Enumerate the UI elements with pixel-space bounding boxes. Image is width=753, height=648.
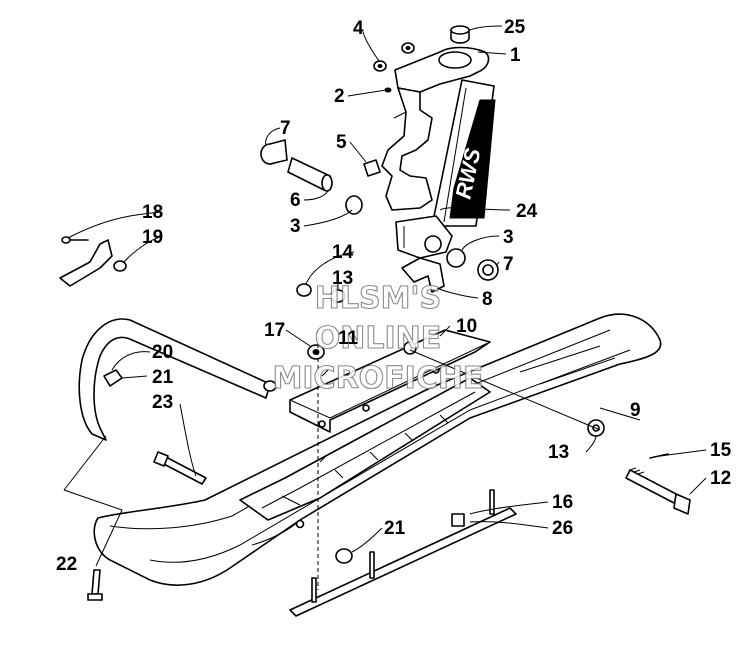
nut-14 xyxy=(296,283,312,297)
spindle: RWS xyxy=(381,46,496,259)
washer-top xyxy=(401,42,415,54)
callout-9: 9 xyxy=(630,400,641,421)
bushing-right xyxy=(477,259,499,281)
callout-26: 26 xyxy=(552,518,573,539)
assembly-lines xyxy=(317,330,601,590)
saddle xyxy=(289,329,491,433)
callout-8: 8 xyxy=(482,289,493,310)
mount-bracket xyxy=(59,236,127,287)
callout-16: 16 xyxy=(552,492,573,513)
watermark-line-3: MICROFICHE xyxy=(273,361,484,396)
callout-7-right: 7 xyxy=(503,254,514,275)
sleeve-left xyxy=(345,195,363,215)
callout-13-lower: 13 xyxy=(548,442,569,463)
axle-tube xyxy=(287,157,333,192)
callout-21-upper: 21 xyxy=(152,367,174,388)
callout-5: 5 xyxy=(336,132,347,153)
callout-12: 12 xyxy=(710,468,731,489)
callout-13-upper: 13 xyxy=(332,268,353,289)
watermark-line-2: ONLINE xyxy=(315,321,442,356)
callout-22: 22 xyxy=(56,554,77,575)
callout-10: 10 xyxy=(456,316,477,337)
ski xyxy=(93,313,662,586)
watermark: HLSM'S ONLINE MICROFICHE xyxy=(272,280,484,396)
callout-24: 24 xyxy=(516,201,538,222)
callout-14: 14 xyxy=(332,242,354,263)
callout-21-lower: 21 xyxy=(384,518,406,539)
callout-3-right: 3 xyxy=(503,227,514,248)
nut-17 xyxy=(307,344,325,360)
nut-21-lower xyxy=(335,548,353,564)
spindle-bolt xyxy=(625,453,691,515)
callout-2: 2 xyxy=(334,86,345,107)
sleeve-right xyxy=(446,248,466,268)
nut-top xyxy=(373,60,387,72)
callout-20: 20 xyxy=(152,342,173,363)
callout-7-left: 7 xyxy=(280,118,291,139)
leader-lines xyxy=(63,25,707,567)
callout-15: 15 xyxy=(710,440,732,461)
callout-18: 18 xyxy=(142,202,163,223)
watermark-line-1: HLSM'S xyxy=(315,281,441,316)
long-bolt xyxy=(153,451,207,485)
cap xyxy=(450,25,470,44)
callout-25: 25 xyxy=(504,17,526,38)
callout-17: 17 xyxy=(264,320,285,341)
callout-6: 6 xyxy=(290,190,301,211)
bushing-left xyxy=(260,139,288,165)
handle-clip xyxy=(103,369,123,387)
ski-handle xyxy=(78,318,277,441)
callouts: 25 1 4 2 5 7 6 3 18 19 24 3 7 8 14 13 10… xyxy=(56,17,732,575)
wear-bar xyxy=(289,489,517,617)
short-bolt xyxy=(87,569,103,601)
callout-23: 23 xyxy=(152,392,173,413)
callout-3-left: 3 xyxy=(290,216,301,237)
callout-11: 11 xyxy=(338,328,359,349)
callout-19: 19 xyxy=(142,227,163,248)
callout-4: 4 xyxy=(353,18,364,39)
bushing-small xyxy=(363,159,381,177)
stop-bracket xyxy=(401,257,445,293)
callout-1: 1 xyxy=(510,45,521,66)
